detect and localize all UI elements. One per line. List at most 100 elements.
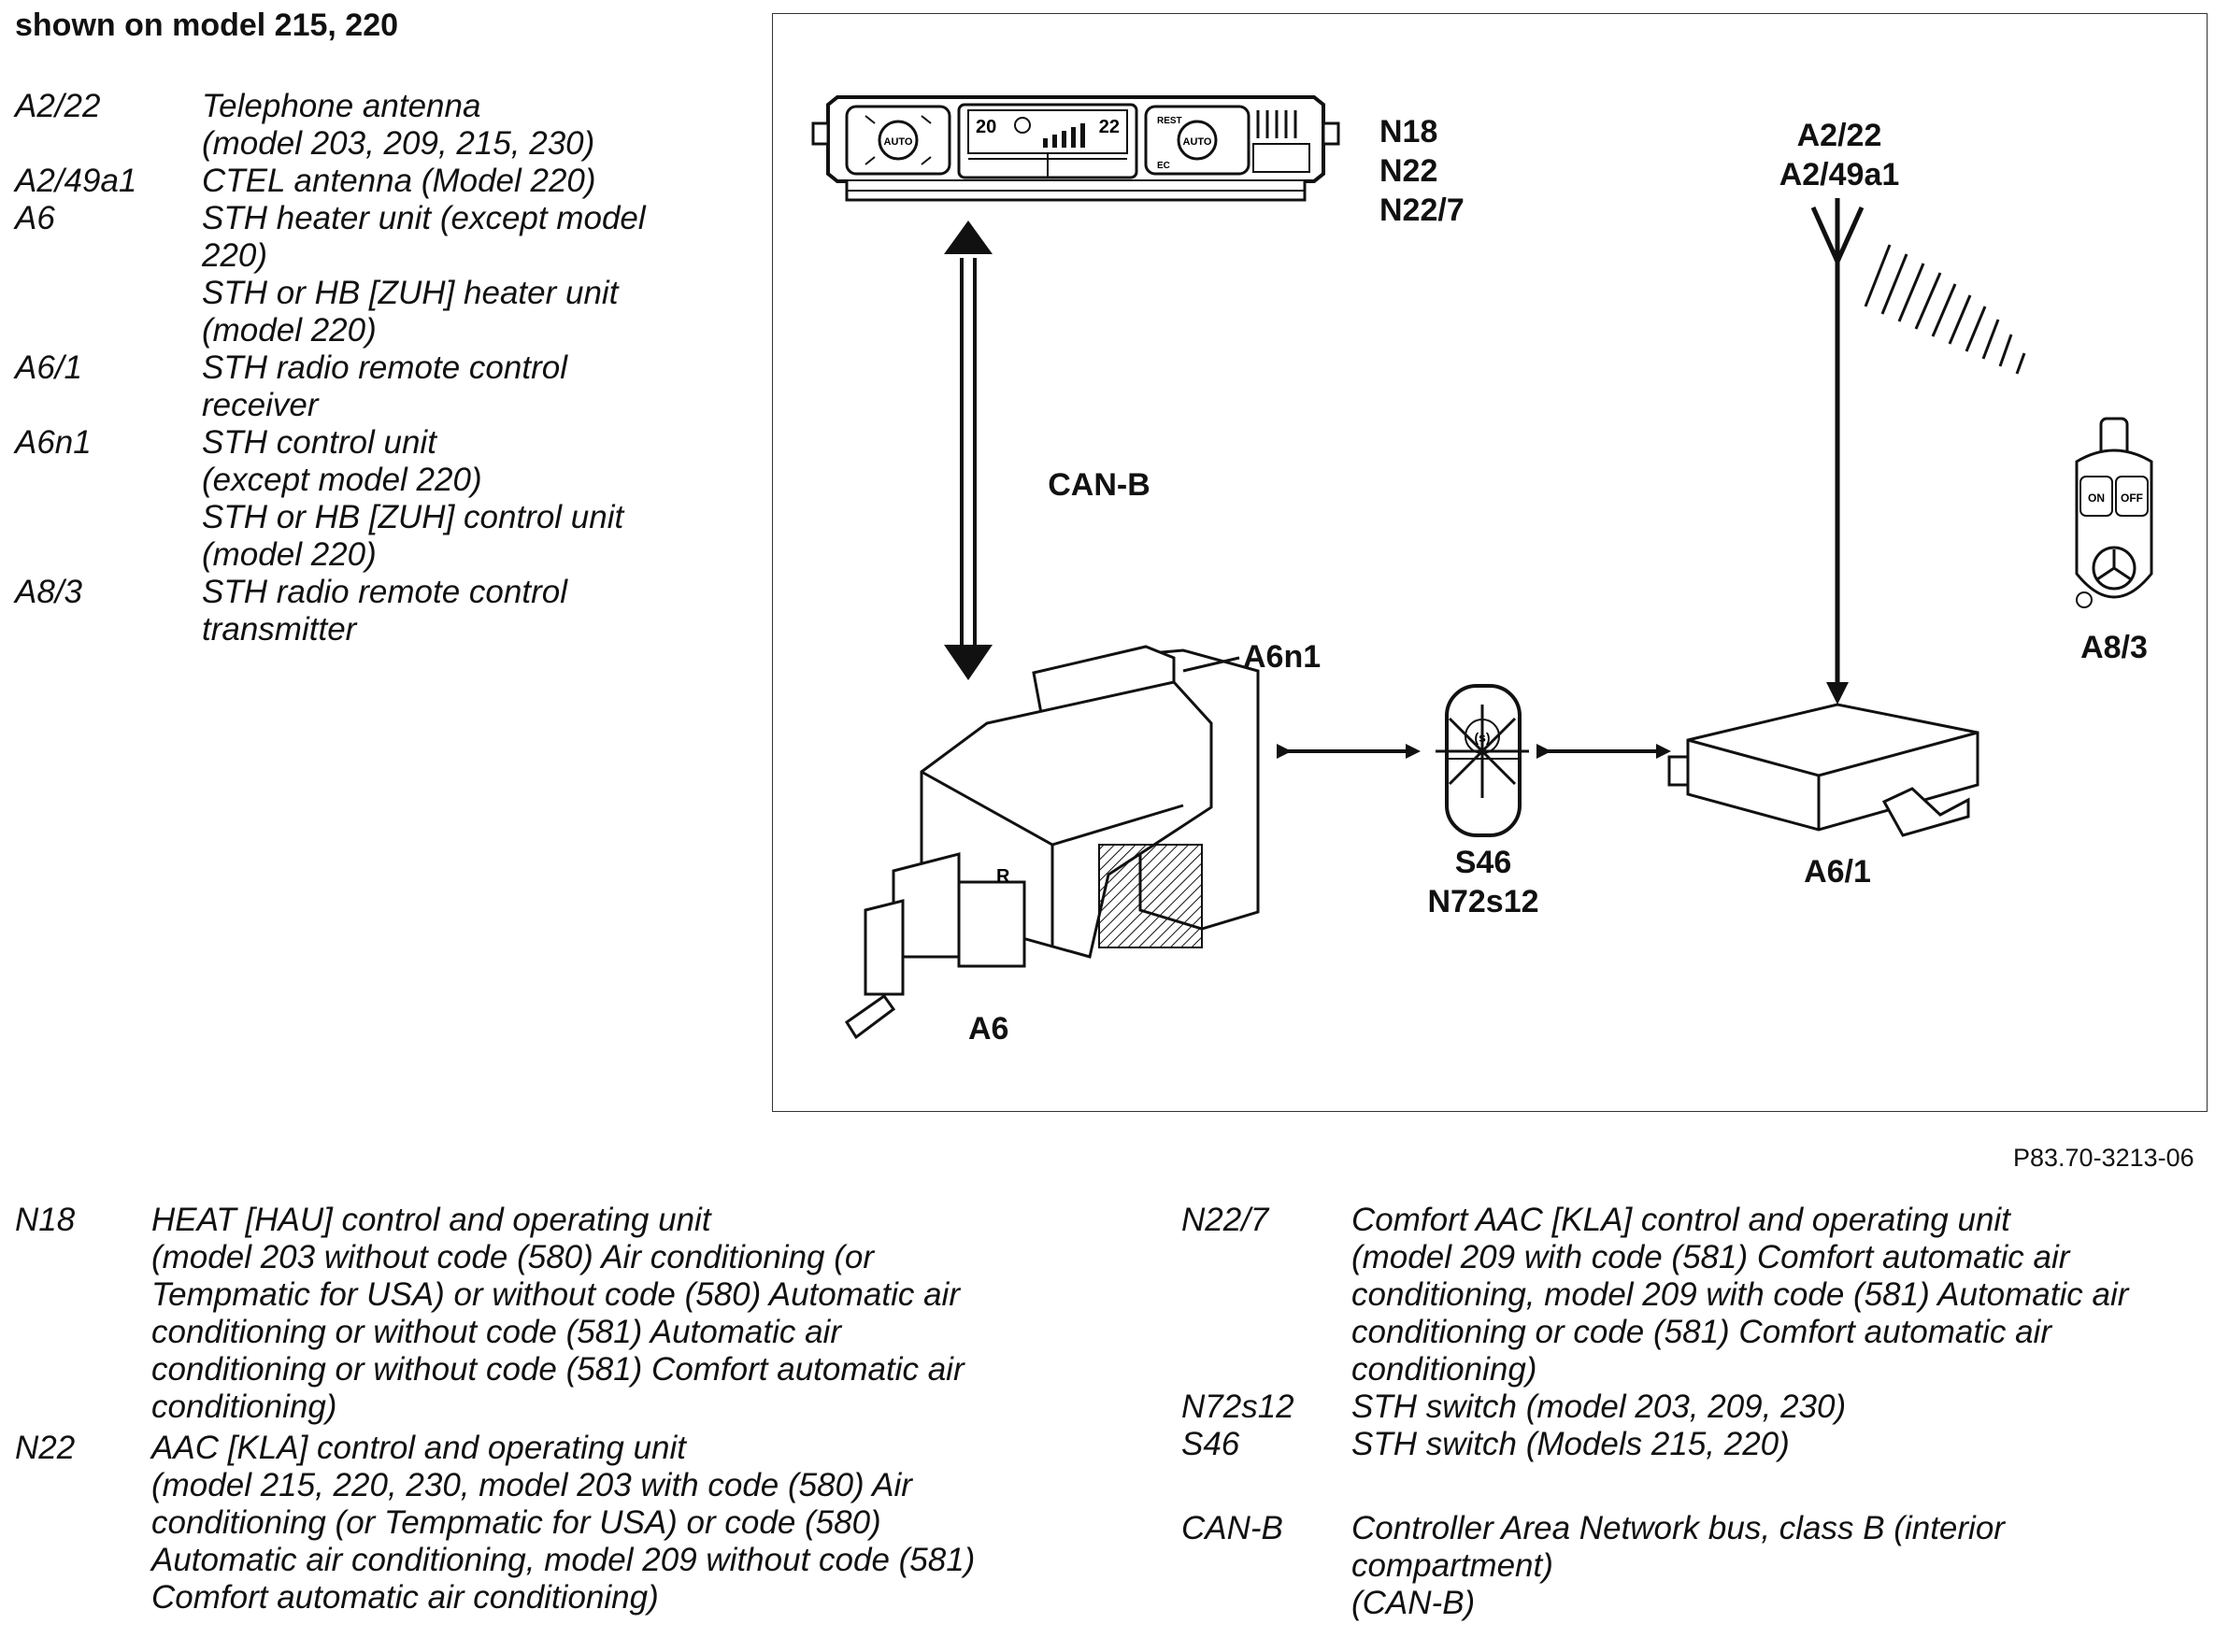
label-a6: A6 [968, 1011, 1008, 1047]
antenna [1810, 198, 1865, 705]
legend-bottom-right: N22/7 Comfort AAC [KLA] control and opera… [1181, 1202, 2200, 1622]
heater-unit: R [844, 645, 1260, 1040]
legend-description: Telephone antenna(model 203, 209, 215, 2… [202, 88, 707, 163]
legend-row: N72s12 STH switch (model 203, 209, 230) [1181, 1389, 2200, 1426]
legend-row: N22/7 Comfort AAC [KLA] control and opera… [1181, 1202, 2200, 1389]
legend-description-line: Tempmatic for USA) or without code (580)… [151, 1276, 960, 1313]
panel-temp-right: 22 [1099, 117, 1120, 137]
legend-description-line: Controller Area Network bus, class B (in… [1351, 1510, 2005, 1546]
svg-text:R: R [996, 866, 1010, 887]
legend-description-line: (model 203, 209, 215, 230) [202, 125, 595, 162]
legend-description-line: (model 220) [202, 312, 377, 349]
label-a2-22: A2/22 [1797, 118, 1882, 153]
legend-description-line: Comfort automatic air conditioning) [151, 1579, 659, 1616]
label-n22: N22 [1379, 153, 1437, 189]
figure-number: P83.70-3213-06 [2013, 1144, 2194, 1172]
label-a6-1: A6/1 [1804, 854, 1871, 890]
label-can-b: CAN-B [1048, 467, 1150, 503]
legend-description-line: STH radio remote control [202, 574, 567, 610]
legend-description: CTEL antenna (Model 220) [202, 163, 707, 200]
legend-description-line: Telephone antenna [202, 88, 481, 124]
legend-description-line: CTEL antenna (Model 220) [202, 163, 596, 199]
climate-control-panel: AUTO 20 22 AUTO REST EC [811, 95, 1340, 202]
legend-code: A2/22 [15, 88, 101, 124]
legend-description-line: (model 215, 220, 230, model 203 with cod… [151, 1467, 912, 1503]
diagram: AUTO 20 22 AUTO REST EC N18 N22 N22/7 [811, 95, 2153, 1047]
legend-description: STH switch (Models 215, 220) [1351, 1426, 2200, 1463]
radio-receiver [1667, 703, 1979, 837]
legend-description: AAC [KLA] control and operating unit(mod… [151, 1430, 1015, 1616]
legend-description-line: Comfort AAC [KLA] control and operating … [1351, 1202, 2010, 1238]
legend-description-line: conditioning or code (581) Comfort autom… [1351, 1314, 2051, 1350]
legend-description-line: (except model 220) [202, 462, 482, 498]
legend-description-line: conditioning, model 209 with code (581) … [1351, 1276, 2129, 1313]
legend-description-line: STH switch (Models 215, 220) [1351, 1426, 1790, 1462]
can-b-bus-arrow [944, 221, 993, 680]
legend-description-line: (model 203 without code (580) Air condit… [151, 1239, 875, 1275]
legend-description-line: STH switch (model 203, 209, 230) [1351, 1389, 1847, 1425]
label-a2-49a1: A2/49a1 [1779, 157, 1900, 192]
legend-bottom-left: N18 HEAT [HAU] control and operating unit… [15, 1202, 1015, 1616]
diagram-frame [772, 13, 2208, 1112]
legend-description-line: conditioning or without code (581) Autom… [151, 1314, 841, 1350]
legend-description-line: transmitter [202, 611, 357, 648]
panel-rest-button: REST [1157, 116, 1182, 126]
legend-description-line: conditioning) [1351, 1351, 1537, 1388]
legend-code: A6n1 [15, 424, 92, 461]
legend-description: STH control unit(except model 220)STH or… [202, 424, 707, 574]
legend-code: N72s12 [1181, 1389, 1294, 1425]
panel-temp-left: 20 [976, 117, 996, 137]
legend-code: A6/1 [15, 349, 82, 386]
legend-description-line: HEAT [HAU] control and operating unit [151, 1202, 711, 1238]
legend-row: N18 HEAT [HAU] control and operating unit… [15, 1202, 1015, 1426]
legend-description-line: (model 220) [202, 536, 377, 573]
legend-code: N22/7 [1181, 1202, 1269, 1238]
legend-description-line: STH radio remote control [202, 349, 567, 386]
legend-description: STH switch (model 203, 209, 230) [1351, 1389, 2200, 1426]
label-n18: N18 [1379, 114, 1437, 150]
label-a8-3: A8/3 [2080, 630, 2148, 665]
radio-waves [1864, 244, 2026, 375]
legend-description-line: (CAN-B) [1351, 1585, 1476, 1621]
legend-description-line: AAC [KLA] control and operating unit [151, 1430, 687, 1466]
legend-description-line: STH control unit [202, 424, 436, 461]
label-s46: S46 [1455, 845, 1512, 880]
legend-description-line: compartment) [1351, 1547, 1553, 1584]
legend-row: A6n1 STH control unit(except model 220)ST… [15, 424, 707, 574]
legend-description-line: conditioning or without code (581) Comfo… [151, 1351, 965, 1388]
legend-code: CAN-B [1181, 1510, 1283, 1546]
legend-description-line: Automatic air conditioning, model 209 wi… [151, 1542, 976, 1578]
legend-description-line: (model 209 with code (581) Comfort autom… [1351, 1239, 2070, 1275]
legend-top: A2/22 Telephone antenna(model 203, 209, 2… [15, 88, 707, 648]
panel-auto-left: AUTO [884, 136, 913, 148]
legend-row: CAN-B Controller Area Network bus, class … [1181, 1510, 2200, 1622]
legend-description-line: STH heater unit (except model [202, 200, 646, 236]
legend-description: Controller Area Network bus, class B (in… [1351, 1510, 2200, 1622]
legend-description-line: STH or HB [ZUH] control unit [202, 499, 624, 535]
page-heading: shown on model 215, 220 [15, 7, 399, 43]
panel-ec-button: EC [1157, 161, 1170, 171]
legend-description-line: 220) [202, 237, 268, 274]
legend-description-line: conditioning) [151, 1389, 337, 1425]
legend-description-line: STH or HB [ZUH] heater unit [202, 275, 619, 311]
label-n22-7: N22/7 [1379, 192, 1465, 228]
label-n72s12: N72s12 [1427, 884, 1538, 919]
legend-code: A6 [15, 200, 55, 236]
legend-description: HEAT [HAU] control and operating unit(mo… [151, 1202, 1015, 1426]
legend-code: S46 [1181, 1426, 1240, 1462]
label-a6n1: A6n1 [1243, 639, 1321, 675]
remote-on-button: ON [2088, 491, 2105, 505]
remote-off-button: OFF [2121, 491, 2143, 505]
legend-code: N18 [15, 1202, 76, 1238]
leader-a6n1 [1182, 656, 1240, 673]
legend-code: A8/3 [15, 574, 82, 610]
legend-description-line: conditioning (or Tempmatic for USA) or c… [151, 1504, 881, 1541]
